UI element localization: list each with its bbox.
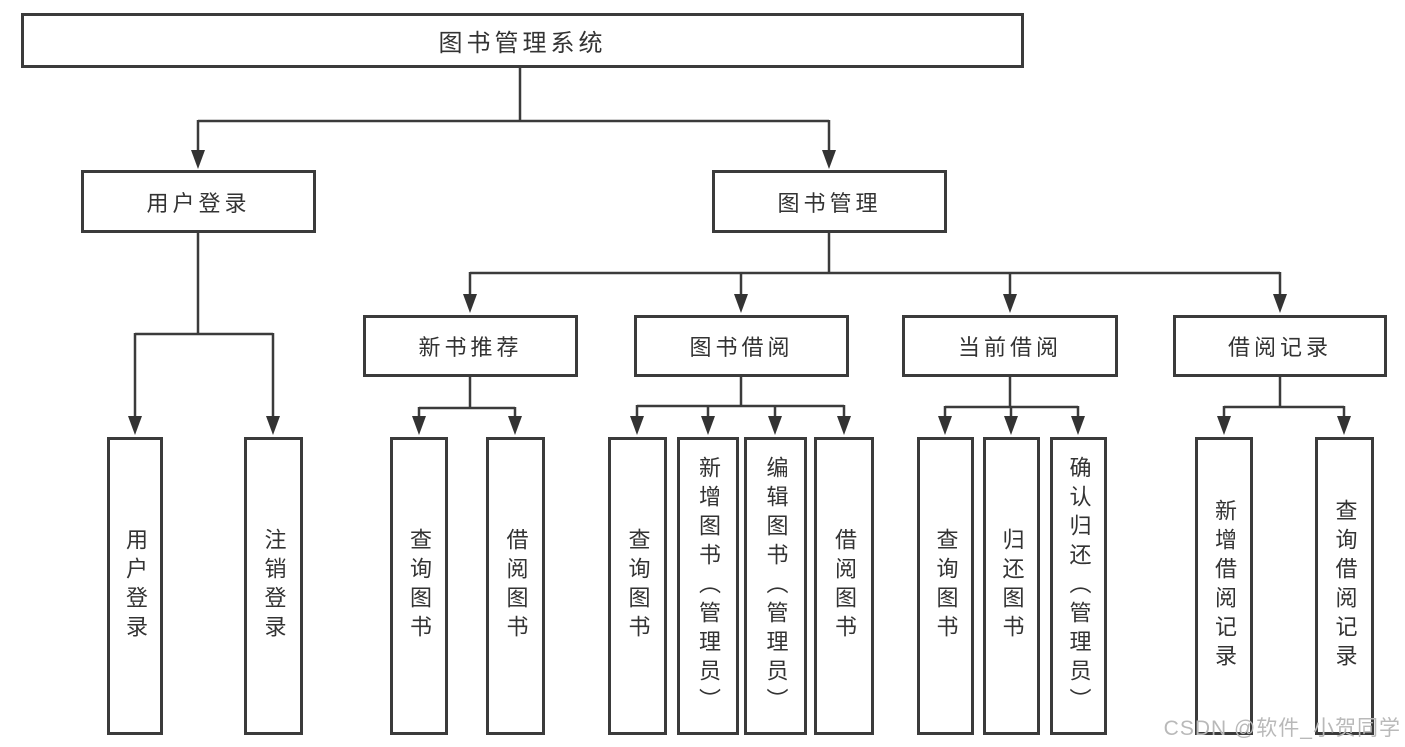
node-library-management-system: 图书管理系统 <box>21 13 1024 68</box>
leaf-current-query-books: 查询图书 <box>917 437 974 735</box>
node-label: 查询图书 <box>933 528 959 644</box>
node-label: 确认归还（管理员） <box>1066 455 1092 717</box>
leaf-records-add-record: 新增借阅记录 <box>1195 437 1253 735</box>
node-label: 查询图书 <box>625 528 651 644</box>
node-label: 编辑图书（管理员） <box>763 455 789 717</box>
leaf-user-login: 用户登录 <box>107 437 163 735</box>
node-label: 归还图书 <box>999 528 1025 644</box>
node-label: 新增借阅记录 <box>1212 499 1237 673</box>
node-label: 借阅记录 <box>1227 335 1332 360</box>
tree-edges <box>133 66 1346 418</box>
node-new-book-recommendation: 新书推荐 <box>363 315 578 377</box>
leaf-recommend-query-books: 查询图书 <box>390 437 448 735</box>
leaf-borrowing-borrow-books: 借阅图书 <box>814 437 874 735</box>
node-label: 用户登录 <box>146 190 251 216</box>
node-label: 新书推荐 <box>418 335 523 360</box>
node-label: 注销登录 <box>261 528 287 644</box>
node-label: 新增图书（管理员） <box>696 455 721 717</box>
node-label: 借阅图书 <box>503 528 529 644</box>
node-current-borrowing: 当前借阅 <box>902 315 1118 377</box>
csdn-watermark: CSDN @软件_小贺同学 <box>1163 717 1401 740</box>
arrowheads <box>128 150 1351 435</box>
node-label: 借阅图书 <box>832 528 857 644</box>
node-user-login: 用户登录 <box>81 170 316 233</box>
node-label: 查询图书 <box>407 528 432 644</box>
node-borrowing-records: 借阅记录 <box>1173 315 1387 377</box>
node-book-borrowing: 图书借阅 <box>634 315 849 377</box>
leaf-logout: 注销登录 <box>244 437 303 735</box>
leaf-recommend-borrow-books: 借阅图书 <box>486 437 545 735</box>
leaf-current-confirm-return-admin: 确认归还（管理员） <box>1050 437 1107 735</box>
node-label: 图书借阅 <box>689 335 794 360</box>
leaf-records-query-record: 查询借阅记录 <box>1315 437 1374 735</box>
node-label: 用户登录 <box>123 528 148 644</box>
node-book-management: 图书管理 <box>712 170 947 233</box>
leaf-borrowing-add-book-admin: 新增图书（管理员） <box>677 437 739 735</box>
node-label: 当前借阅 <box>957 335 1062 360</box>
leaf-borrowing-query-books: 查询图书 <box>608 437 667 735</box>
node-label: 查询借阅记录 <box>1332 499 1358 673</box>
node-label: 图书管理 <box>777 190 882 216</box>
node-label: 图书管理系统 <box>438 30 607 57</box>
leaf-borrowing-edit-book-admin: 编辑图书（管理员） <box>744 437 807 735</box>
leaf-current-return-books: 归还图书 <box>983 437 1040 735</box>
